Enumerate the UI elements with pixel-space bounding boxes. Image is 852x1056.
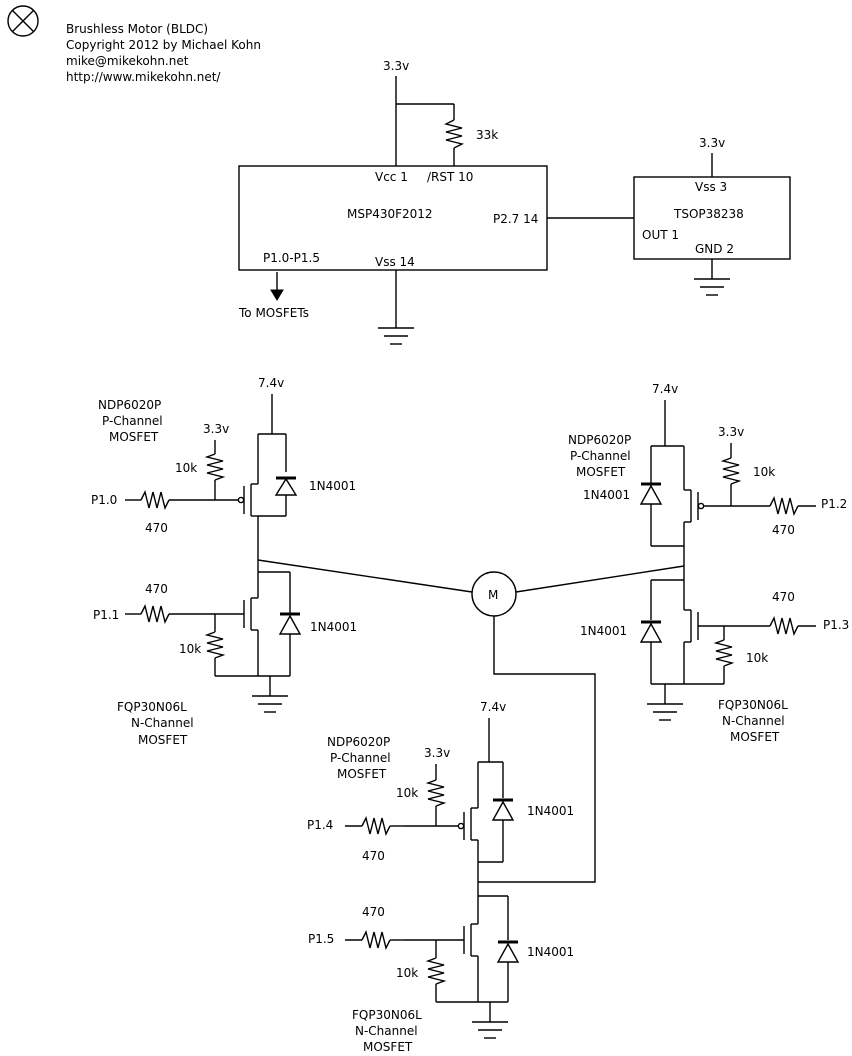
left-diode-top-label: 1N4001 — [309, 479, 356, 493]
bottom-v33-label: 3.3v — [424, 746, 450, 760]
left-p-name: NDP6020P — [98, 398, 161, 412]
header-title: Brushless Motor (BLDC) — [66, 22, 208, 36]
mcu-vss-pin: Vss 14 — [375, 255, 415, 269]
right-diode-bot-label: 1N4001 — [580, 624, 627, 638]
left-pullup-resistor — [204, 453, 226, 481]
bottom-pulldown-resistor — [425, 957, 447, 985]
bottom-pullup-label: 10k — [396, 786, 418, 800]
right-pullup-resistor — [720, 457, 742, 485]
bottom-p-name: NDP6020P — [327, 735, 390, 749]
left-vsupply-label: 7.4v — [258, 376, 284, 390]
left-pin-bot: P1.1 — [93, 608, 119, 622]
right-diode-top-label: 1N4001 — [583, 488, 630, 502]
ir-out-pin: OUT 1 — [642, 228, 679, 242]
bottom-half-bridge: 7.4v NDP6020P P-Channel MOSFET 3.3v 10k … — [307, 700, 574, 1054]
bottom-n-type: N-Channel — [355, 1024, 418, 1038]
mcu-supply-label: 3.3v — [383, 59, 409, 73]
left-p-mosfet: MOSFET — [109, 430, 159, 444]
arrow-down-icon — [270, 289, 284, 301]
ir-gnd-pin: GND 2 — [695, 242, 734, 256]
header-url: http://www.mikekohn.net/ — [66, 70, 221, 84]
left-pulldown-resistor — [204, 631, 226, 659]
left-r470-bot-label: 470 — [145, 582, 168, 596]
left-pin-top: P1.0 — [91, 493, 117, 507]
right-p-mosfet: MOSFET — [576, 465, 626, 479]
bottom-pulldown-label: 10k — [396, 966, 418, 980]
to-mosfets-label: To MOSFETs — [238, 306, 309, 320]
right-r470-bot-label: 470 — [772, 590, 795, 604]
left-n-name: FQP30N06L — [117, 700, 187, 714]
left-p-type: P-Channel — [102, 414, 163, 428]
ir-vss-pin: Vss 3 — [695, 180, 727, 194]
ground-icon — [647, 703, 683, 721]
left-pulldown-label: 10k — [179, 642, 201, 656]
left-v33-label: 3.3v — [203, 422, 229, 436]
right-gate-resistor-top — [769, 495, 799, 517]
right-p-type: P-Channel — [570, 449, 631, 463]
ground-icon — [472, 1021, 508, 1039]
bottom-n-mosfet: MOSFET — [363, 1040, 413, 1054]
right-p-name: NDP6020P — [568, 433, 631, 447]
mcu-rst-pin: /RST 10 — [427, 170, 473, 184]
lamp-icon — [7, 5, 39, 37]
resistor-33k — [443, 119, 465, 149]
left-r470-top-label: 470 — [145, 521, 168, 535]
left-diode-bot-label: 1N4001 — [310, 620, 357, 634]
bottom-r470-top-label: 470 — [362, 849, 385, 863]
bottom-pullup-resistor — [425, 779, 447, 807]
bottom-p-type: P-Channel — [330, 751, 391, 765]
mcu-box — [238, 165, 548, 271]
right-pin-top: P1.2 — [821, 497, 847, 511]
bottom-pin-bot: P1.5 — [308, 932, 334, 946]
right-v33-label: 3.3v — [718, 425, 744, 439]
ground-icon — [252, 695, 288, 713]
right-r470-top-label: 470 — [772, 523, 795, 537]
mcu-part-name: MSP430F2012 — [347, 207, 433, 221]
right-half-bridge: 7.4v NDP6020P P-Channel MOSFET 3.3v 10k … — [568, 382, 849, 744]
right-pin-bot: P1.3 — [823, 618, 849, 632]
ir-supply-label: 3.3v — [699, 136, 725, 150]
right-pullup-label: 10k — [753, 465, 775, 479]
bottom-p-mosfet: MOSFET — [337, 767, 387, 781]
right-gate-resistor-bot — [769, 615, 799, 637]
right-n-name: FQP30N06L — [718, 698, 788, 712]
mcu-vcc-pin: Vcc 1 — [375, 170, 408, 184]
left-n-mosfet: MOSFET — [138, 733, 188, 747]
right-n-type: N-Channel — [722, 714, 785, 728]
mcu-pbus-pin: P1.0-P1.5 — [263, 251, 320, 265]
right-vsupply-label: 7.4v — [652, 382, 678, 396]
mcu-p27-pin: P2.7 14 — [493, 212, 538, 226]
right-pulldown-resistor — [713, 639, 735, 667]
motor-label: M — [488, 588, 498, 602]
left-half-bridge: 7.4v NDP6020P P-Channel MOSFET 3.3v 10k … — [91, 376, 357, 747]
bottom-diode-top-label: 1N4001 — [527, 804, 574, 818]
left-gate-resistor-top — [140, 489, 170, 511]
left-n-type: N-Channel — [131, 716, 194, 730]
ground-icon — [694, 278, 730, 296]
right-pulldown-label: 10k — [746, 651, 768, 665]
header-email: mike@mikekohn.net — [66, 54, 189, 68]
bottom-gate-resistor-bot — [361, 929, 391, 951]
right-n-mosfet: MOSFET — [730, 730, 780, 744]
bottom-r470-bot-label: 470 — [362, 905, 385, 919]
left-pullup-label: 10k — [175, 461, 197, 475]
ground-icon — [378, 327, 414, 345]
resistor-33k-label: 33k — [476, 128, 498, 142]
left-gate-resistor-bot — [140, 603, 170, 625]
bottom-pin-top: P1.4 — [307, 818, 333, 832]
header-copyright: Copyright 2012 by Michael Kohn — [66, 38, 261, 52]
bottom-vsupply-label: 7.4v — [480, 700, 506, 714]
ir-part-name: TSOP38238 — [673, 207, 744, 221]
bottom-n-name: FQP30N06L — [352, 1008, 422, 1022]
bottom-gate-resistor-top — [361, 815, 391, 837]
bottom-diode-bot-label: 1N4001 — [527, 945, 574, 959]
